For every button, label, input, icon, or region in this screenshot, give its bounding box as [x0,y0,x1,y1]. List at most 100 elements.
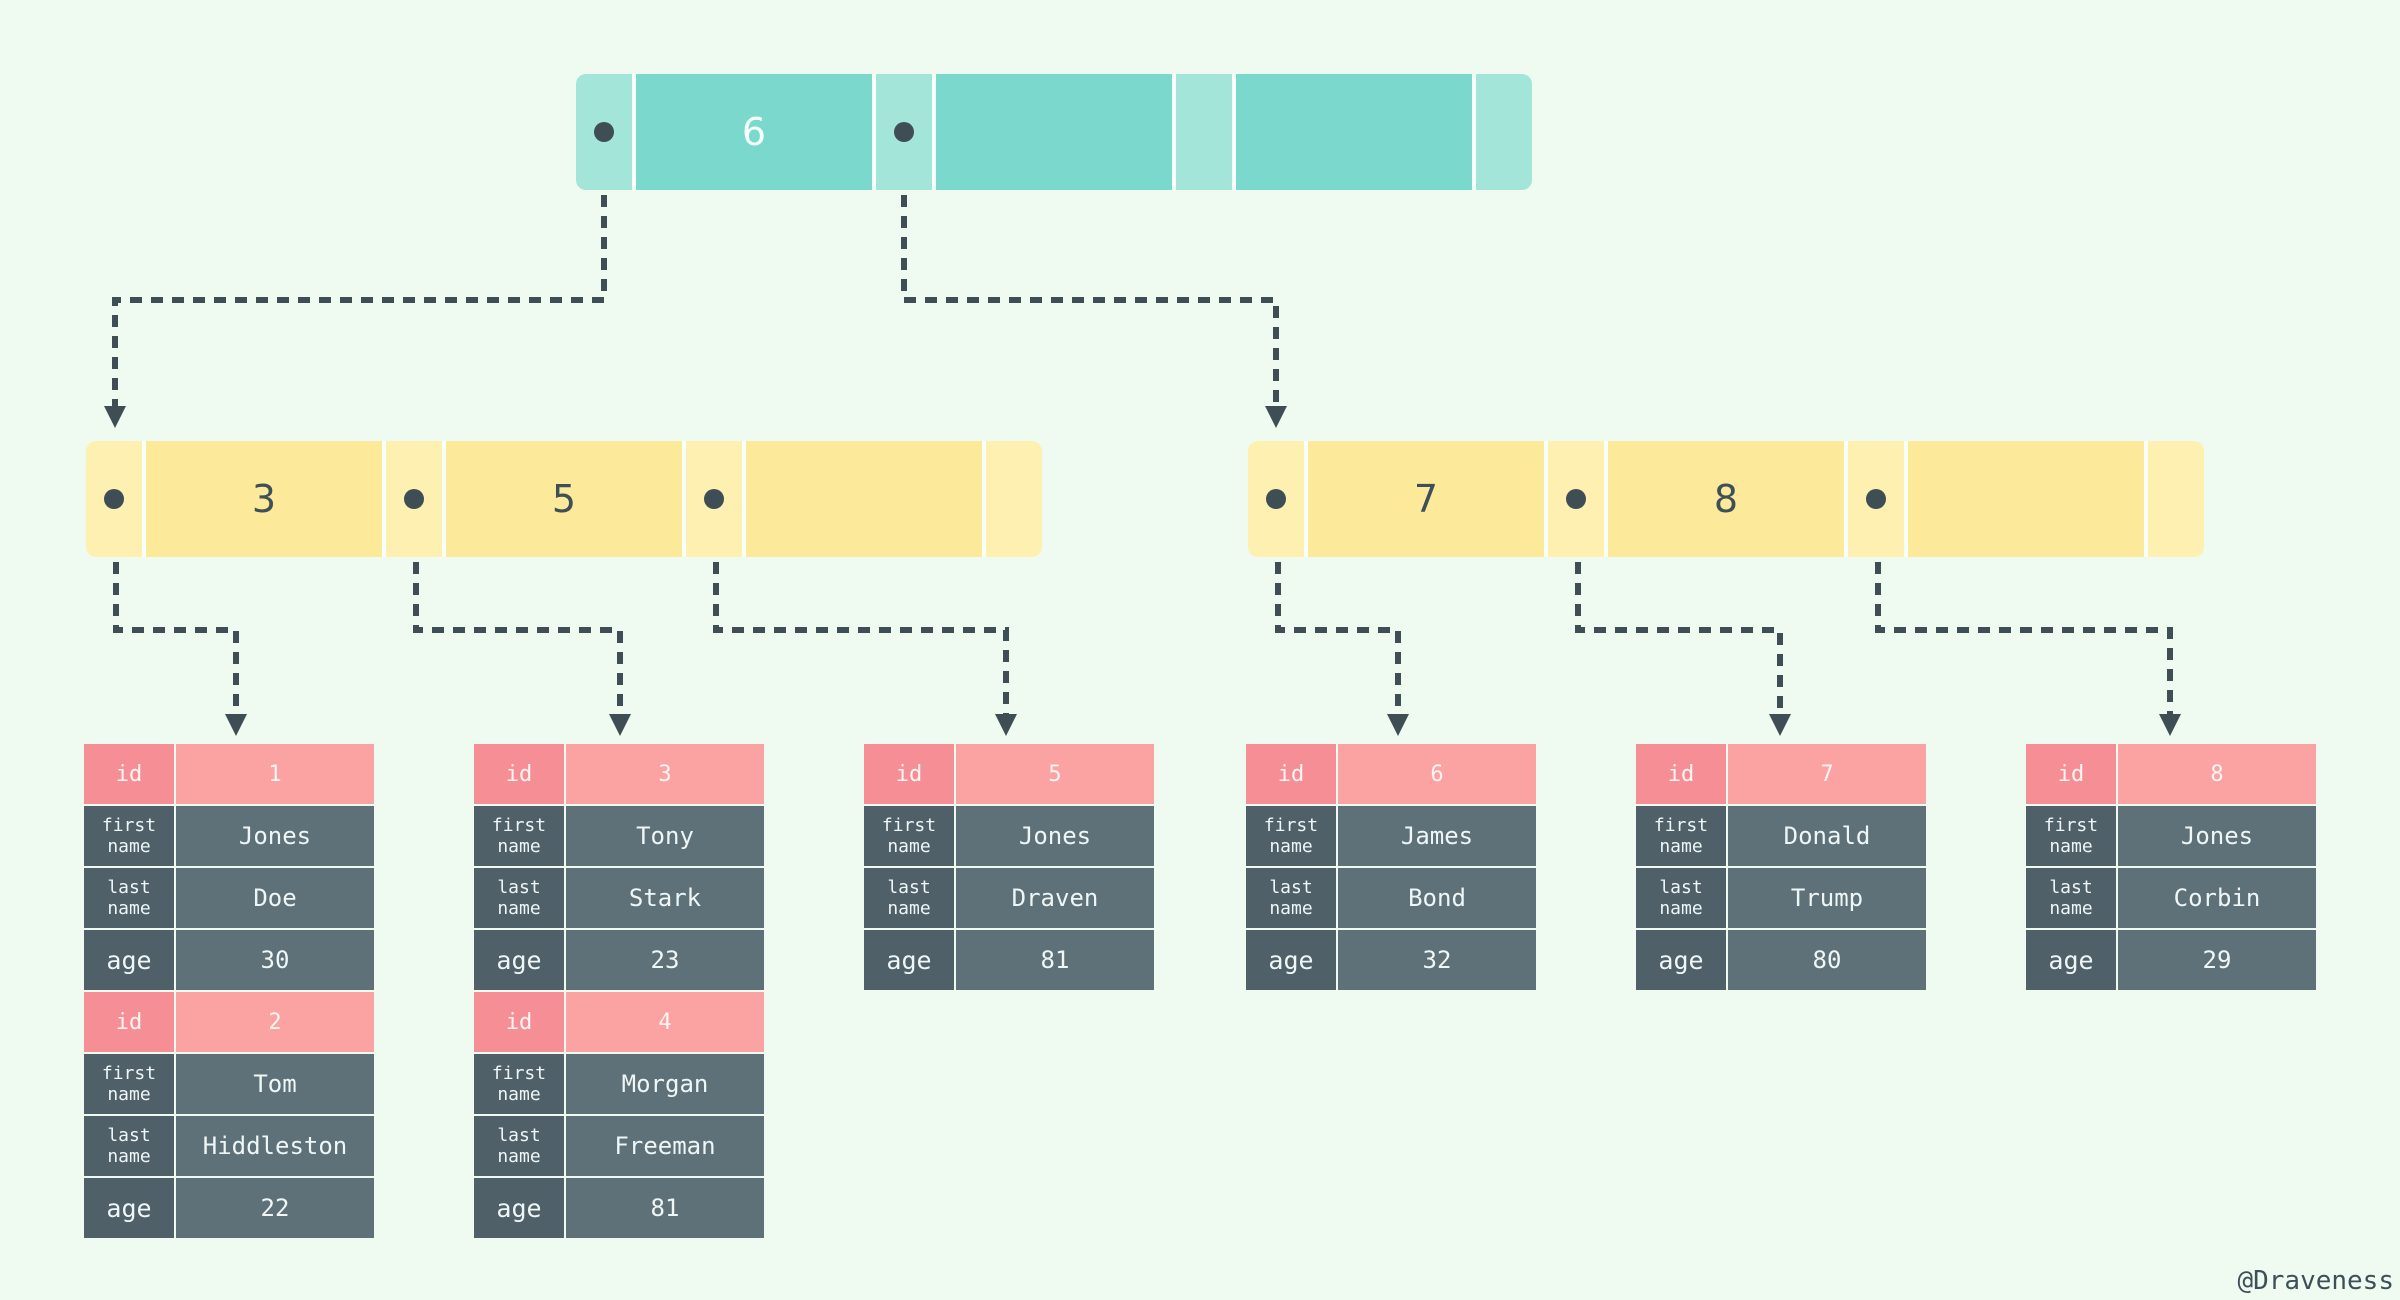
field-label-age: age [474,1178,564,1238]
internal-node-left: 3 5 [86,441,1042,557]
field-label-age: age [474,930,564,990]
field-value-id: 7 [1728,744,1926,804]
field-value-first-name: Jones [176,806,374,866]
field-label-last-name: last name [474,868,564,928]
field-value-first-name: Jones [956,806,1154,866]
field-label-age: age [1636,930,1726,990]
field-label-id: id [1246,744,1336,804]
field-value-id: 3 [566,744,764,804]
field-label-id: id [84,744,174,804]
field-label-first-name: first name [474,1054,564,1114]
field-value-id: 2 [176,992,374,1052]
root-key-2 [1236,74,1472,190]
pointer-dot [1866,489,1886,509]
internal-right-key-1: 8 [1608,441,1844,557]
field-label-age: age [1246,930,1336,990]
field-label-last-name: last name [1246,868,1336,928]
field-value-last-name: Draven [956,868,1154,928]
pointer-dot [1566,489,1586,509]
field-label-age: age [84,1178,174,1238]
internal-left-pointer-3 [986,441,1042,557]
internal-left-pointer-0 [86,441,142,557]
field-value-last-name: Freeman [566,1116,764,1176]
internal-left-pointer-1 [386,441,442,557]
field-label-first-name: first name [2026,806,2116,866]
field-label-id: id [474,744,564,804]
root-node: 6 [576,74,1532,190]
field-value-age: 23 [566,930,764,990]
field-label-last-name: last name [84,868,174,928]
pointer-dot [1266,489,1286,509]
field-value-first-name: Jones [2118,806,2316,866]
arrowhead-icon [1387,714,1409,736]
field-label-last-name: last name [1636,868,1726,928]
pointer-dot [594,122,614,142]
field-label-first-name: first name [1246,806,1336,866]
field-value-age: 29 [2118,930,2316,990]
arrowhead-icon [2159,714,2181,736]
field-label-first-name: first name [1636,806,1726,866]
field-value-last-name: Doe [176,868,374,928]
field-label-id: id [84,992,174,1052]
internal-left-key-0: 3 [146,441,382,557]
field-label-first-name: first name [84,806,174,866]
root-pointer-3 [1476,74,1532,190]
arrowhead-icon [1265,406,1287,428]
field-label-first-name: first name [864,806,954,866]
root-key-1 [936,74,1172,190]
internal-left-key-2 [746,441,982,557]
field-value-first-name: Tom [176,1054,374,1114]
field-label-last-name: last name [84,1116,174,1176]
root-pointer-0 [576,74,632,190]
internal-right-key-2 [1908,441,2144,557]
field-label-first-name: first name [84,1054,174,1114]
field-label-last-name: last name [864,868,954,928]
field-value-age: 22 [176,1178,374,1238]
field-value-first-name: James [1338,806,1536,866]
pointer-dot [104,489,124,509]
field-label-last-name: last name [474,1116,564,1176]
field-value-first-name: Morgan [566,1054,764,1114]
field-label-id: id [1636,744,1726,804]
field-value-last-name: Hiddleston [176,1116,374,1176]
internal-node-right: 7 8 [1248,441,2204,557]
arrowhead-icon [995,714,1017,736]
internal-left-pointer-2 [686,441,742,557]
field-value-last-name: Bond [1338,868,1536,928]
field-value-id: 5 [956,744,1154,804]
arrowhead-icon [1769,714,1791,736]
internal-right-pointer-1 [1548,441,1604,557]
internal-right-key-0: 7 [1308,441,1544,557]
field-value-last-name: Trump [1728,868,1926,928]
author-signature: @Draveness [2237,1266,2394,1296]
